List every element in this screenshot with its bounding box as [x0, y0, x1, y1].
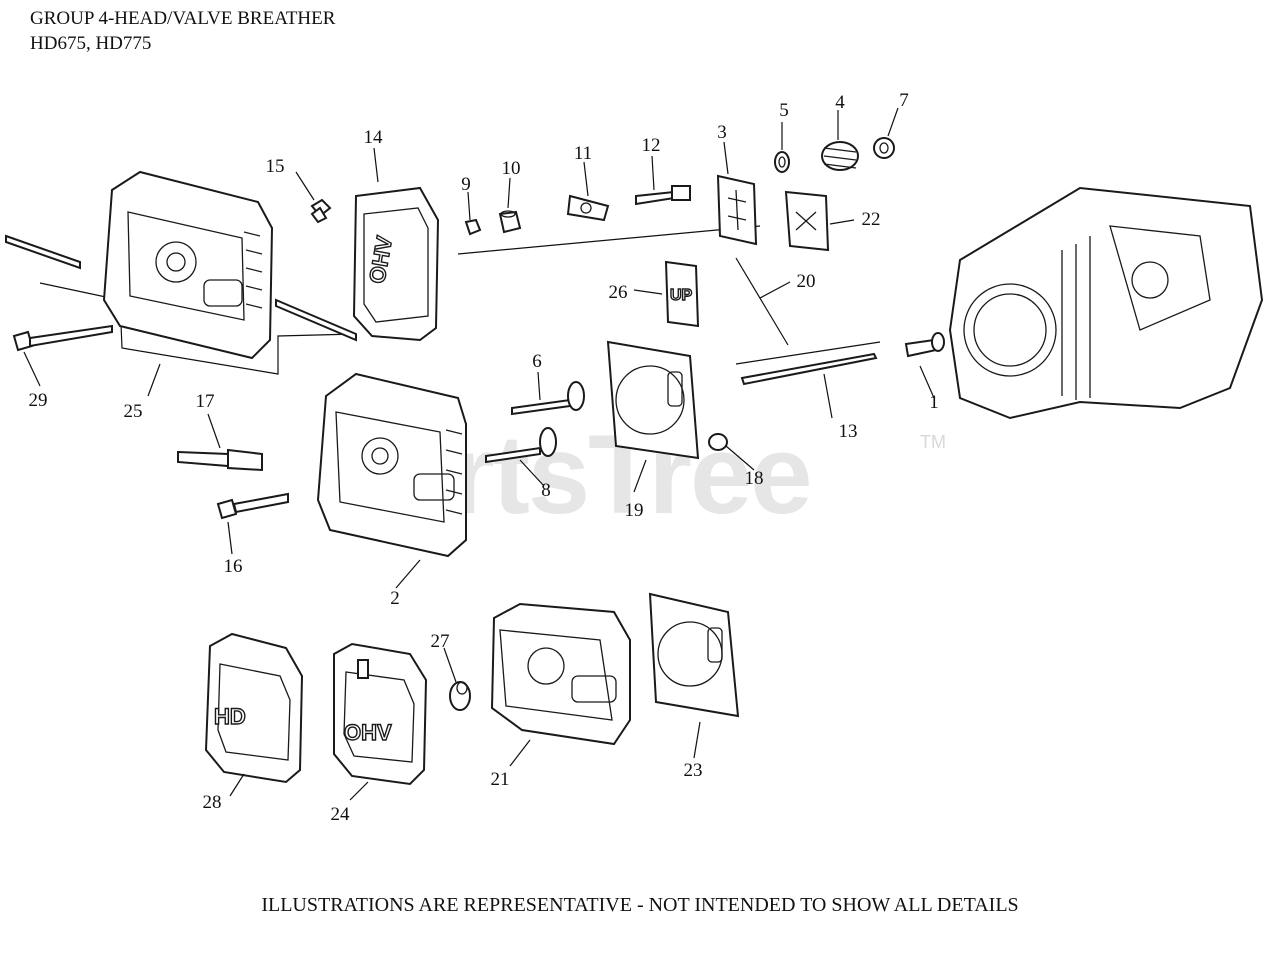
- part-18-dowel-pin[interactable]: [708, 433, 728, 451]
- part-7-valve-seal[interactable]: [873, 137, 895, 159]
- engine-block: [948, 186, 1264, 420]
- callout-3: 3: [717, 122, 727, 143]
- part-bolt-upper[interactable]: [5, 234, 81, 270]
- part-13-push-rod[interactable]: [740, 352, 878, 386]
- callout-26: 26: [609, 282, 628, 303]
- callout-5: 5: [779, 100, 789, 121]
- callout-12: 12: [642, 135, 661, 156]
- part-4-valve-spring[interactable]: [821, 141, 859, 171]
- part-28-valve-cover-hd[interactable]: HD: [204, 632, 304, 784]
- part-9-nut[interactable]: [464, 218, 482, 236]
- part-15-screw[interactable]: [310, 198, 332, 224]
- callout-14: 14: [364, 127, 384, 148]
- callout-18: 18: [745, 468, 764, 489]
- callout-28: 28: [203, 792, 222, 813]
- callout-6: 6: [532, 351, 542, 372]
- callout-16: 16: [224, 556, 243, 577]
- part-26-plate-up[interactable]: UP: [664, 260, 700, 328]
- part-17-spark-plug[interactable]: [177, 448, 263, 472]
- part-11-rocker-arm[interactable]: [566, 194, 610, 222]
- callout-27: 27: [431, 631, 450, 652]
- diagram-title: GROUP 4-HEAD/VALVE BREATHER HD675, HD775: [30, 6, 335, 56]
- callout-2: 2: [390, 588, 400, 609]
- callout-15: 15: [266, 156, 285, 177]
- cover-emboss-hd: HD: [214, 704, 246, 729]
- part-5-retainer[interactable]: [774, 151, 790, 173]
- part-2-cylinder-head[interactable]: [316, 372, 467, 558]
- part-12-stud[interactable]: [635, 185, 691, 206]
- callout-22: 22: [862, 209, 881, 230]
- bracket-20-right: [735, 257, 789, 346]
- callout-19: 19: [625, 500, 644, 521]
- part-25-cylinder-head[interactable]: [102, 170, 274, 360]
- part-16-bolt[interactable]: [216, 492, 289, 520]
- callout-8: 8: [541, 480, 551, 501]
- title-line-group: GROUP 4-HEAD/VALVE BREATHER: [30, 8, 336, 29]
- part-1-guide[interactable]: [904, 332, 945, 358]
- callout-24: 24: [331, 804, 351, 825]
- callout-11: 11: [574, 143, 592, 164]
- leader-lines: [23, 107, 935, 801]
- plate-emboss-up: UP: [670, 287, 693, 304]
- callout-4: 4: [835, 92, 845, 113]
- part-21-cylinder-head[interactable]: [490, 602, 631, 746]
- disclaimer-footer: ILLUSTRATIONS ARE REPRESENTATIVE - NOT I…: [261, 894, 1019, 916]
- part-14-valve-cover[interactable]: OHV: [352, 186, 440, 342]
- part-10-pivot[interactable]: [498, 210, 522, 234]
- part-bolt-rod[interactable]: [275, 298, 357, 342]
- part-29-head-bolt[interactable]: [12, 324, 113, 352]
- callout-1: 1: [929, 392, 939, 413]
- part-23-head-gasket[interactable]: [648, 592, 740, 718]
- part-3-guide-plate[interactable]: [716, 174, 758, 246]
- part-22-guide-plate[interactable]: [784, 190, 830, 252]
- part-24-valve-cover-ohv[interactable]: OHV: [333, 642, 428, 786]
- callout-9: 9: [461, 174, 471, 195]
- callout-13: 13: [839, 421, 858, 442]
- watermark-trademark: TM: [920, 432, 946, 452]
- callout-25: 25: [124, 401, 143, 422]
- callout-29: 29: [29, 390, 48, 411]
- callout-7: 7: [899, 90, 909, 111]
- callout-21: 21: [491, 769, 510, 790]
- callout-10: 10: [502, 158, 521, 179]
- cover-emboss-ohv-b: OHV: [344, 720, 392, 745]
- bracket-20-bottom: [735, 341, 881, 365]
- title-line-models: HD675, HD775: [30, 33, 152, 54]
- part-6-valve-intake[interactable]: [511, 381, 585, 416]
- callout-20: 20: [797, 271, 816, 292]
- part-19-head-gasket[interactable]: [606, 340, 700, 460]
- bracket-20-top: [457, 225, 761, 255]
- callout-23: 23: [684, 760, 703, 781]
- part-27-fitting[interactable]: [449, 681, 471, 711]
- part-8-valve-exhaust[interactable]: [485, 427, 557, 464]
- callout-17: 17: [196, 391, 215, 412]
